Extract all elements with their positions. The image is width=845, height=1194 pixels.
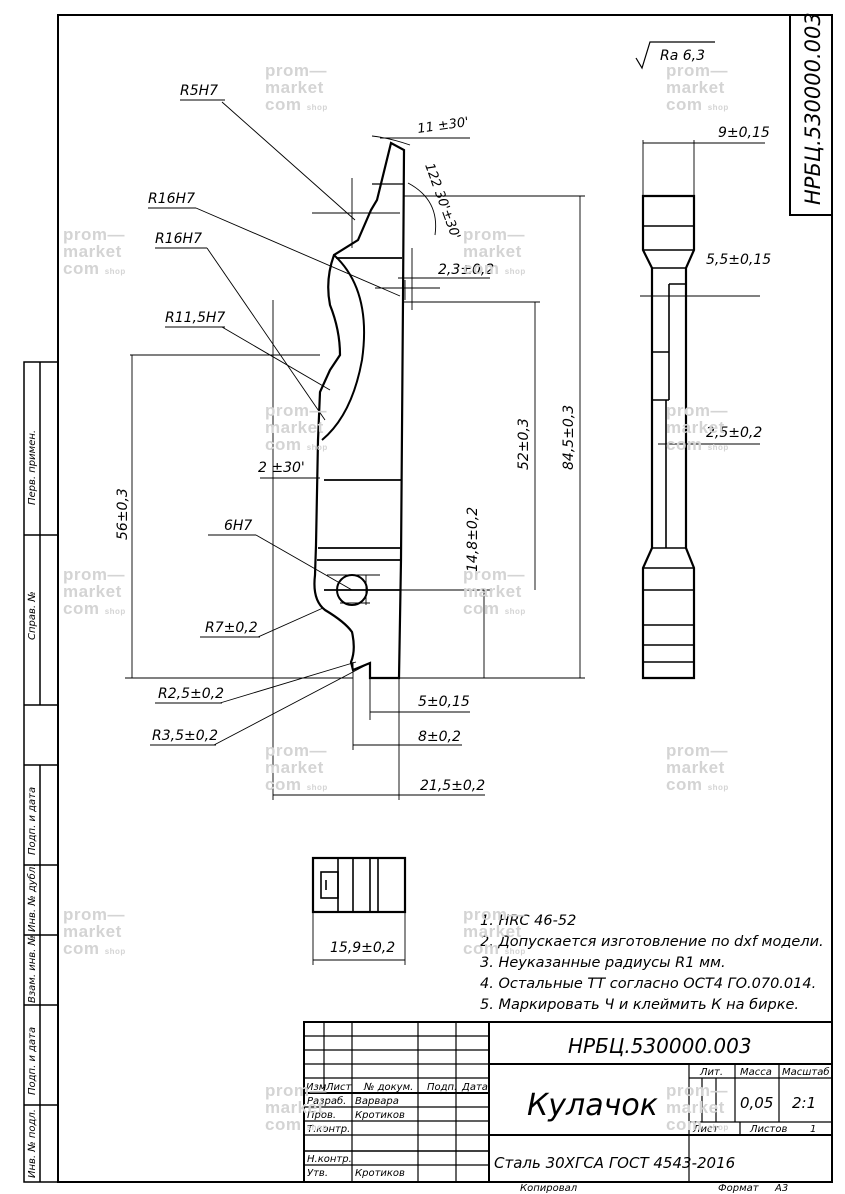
material: Сталь 30ХГСА ГОСТ 4543-2016 [494, 1154, 735, 1172]
dim-9: 9±0,15 [718, 125, 770, 141]
dim-159: 15,9±0,2 [330, 940, 395, 956]
tb-name: Варвара [355, 1096, 399, 1107]
tb-sheet-label: Лист [692, 1124, 720, 1135]
tb-header: Лист [325, 1082, 353, 1093]
note: 3. Неуказанные радиусы R1 мм. [480, 955, 726, 971]
dim-r25: R2,5±0,2 [158, 686, 224, 702]
part-name: Кулачок [527, 1088, 658, 1123]
note: 5. Маркировать Ч и клеймить К на бирке. [480, 997, 799, 1013]
tb-name: Кротиков [355, 1168, 405, 1179]
left-strip-lines [24, 362, 58, 1182]
main-view [125, 99, 585, 800]
roughness-value: Ra 6,3 [660, 48, 705, 64]
strip-label: Справ. № [27, 591, 38, 640]
dim-r7: R7±0,2 [205, 620, 258, 636]
tb-lit-label: Лит. [699, 1067, 723, 1078]
strip-label: Подп. и дата [27, 787, 38, 855]
dim-52: 52±0,3 [516, 418, 532, 470]
strip-label: Взам. инв. № [27, 935, 38, 1003]
dim-845: 84,5±0,3 [561, 405, 577, 470]
tb-sheets: 1 [810, 1124, 816, 1135]
title-block [303, 1021, 833, 1183]
dim-56: 56±0,3 [115, 488, 131, 540]
tb-header: Подп. [427, 1082, 457, 1093]
tb-scale: 2:1 [792, 1094, 816, 1112]
left-strip [23, 361, 59, 1183]
number-box [789, 14, 833, 216]
dim-25: 2,5±0,2 [706, 425, 762, 441]
dim-angle-122: 122 30'±30' [421, 161, 462, 241]
tb-mass-label: Масса [740, 1067, 772, 1078]
dim-r16b: R16H7 [155, 231, 202, 247]
tb-name: Кротиков [355, 1110, 405, 1121]
tb-role: Н.контр. [307, 1154, 352, 1165]
dim-r16a: R16H7 [148, 191, 195, 207]
tb-role: Т.контр. [307, 1124, 350, 1135]
tb-role: Пров. [307, 1110, 336, 1121]
note: 4. Остальные ТТ согласно ОСТ4 ГО.070.014… [480, 976, 816, 992]
dim-r5: R5H7 [180, 83, 218, 99]
tb-header: Изм [306, 1082, 327, 1093]
tb-format-label: Формат [718, 1183, 760, 1194]
title-drawing-number: НРБЦ.530000.003 [568, 1034, 752, 1058]
tb-format: А3 [774, 1183, 788, 1194]
strip-label: Инв. № подл. [27, 1109, 38, 1178]
dim-h6: 6H7 [224, 518, 252, 534]
dim-8: 8±0,2 [418, 729, 461, 745]
tb-role: Утв. [307, 1168, 328, 1179]
tb-mass: 0,05 [740, 1094, 773, 1112]
tb-copied: Копировал [520, 1183, 578, 1194]
drawing-number-rotated: НРБЦ.530000.003 [801, 12, 825, 205]
dim-148: 14,8±0,2 [465, 507, 481, 572]
dim-angle-top: 11 ±30' [416, 115, 469, 137]
tb-sheets-label: Листов [749, 1124, 787, 1135]
roughness-symbol [635, 41, 715, 70]
strip-label: Подп. и дата [27, 1027, 38, 1095]
technical-notes: 1. HRC 46-52 2. Допускается изготовление… [480, 913, 824, 1013]
note: 1. HRC 46-52 [480, 913, 576, 929]
strip-label: Перв. примен. [27, 430, 38, 505]
dim-r115: R11,5H7 [165, 310, 225, 326]
bottom-view [311, 856, 407, 965]
dim-5: 5±0,15 [418, 694, 470, 710]
tb-header: № докум. [363, 1082, 413, 1093]
dim-215: 21,5±0,2 [420, 778, 485, 794]
strip-label: Инв. № дубл. [26, 864, 38, 932]
tb-header: Дата [461, 1082, 488, 1093]
dim-55: 5,5±0,15 [706, 252, 771, 268]
dim-angle-2: 2 ±30' [258, 460, 305, 476]
tb-role: Разраб. [307, 1095, 346, 1107]
dim-r35: R3,5±0,2 [152, 728, 218, 744]
dim-23: 2,3±0,2 [438, 262, 494, 278]
note: 2. Допускается изготовление по dxf модел… [480, 934, 824, 950]
tb-scale-label: Масштаб [782, 1066, 830, 1078]
side-view [640, 140, 765, 680]
